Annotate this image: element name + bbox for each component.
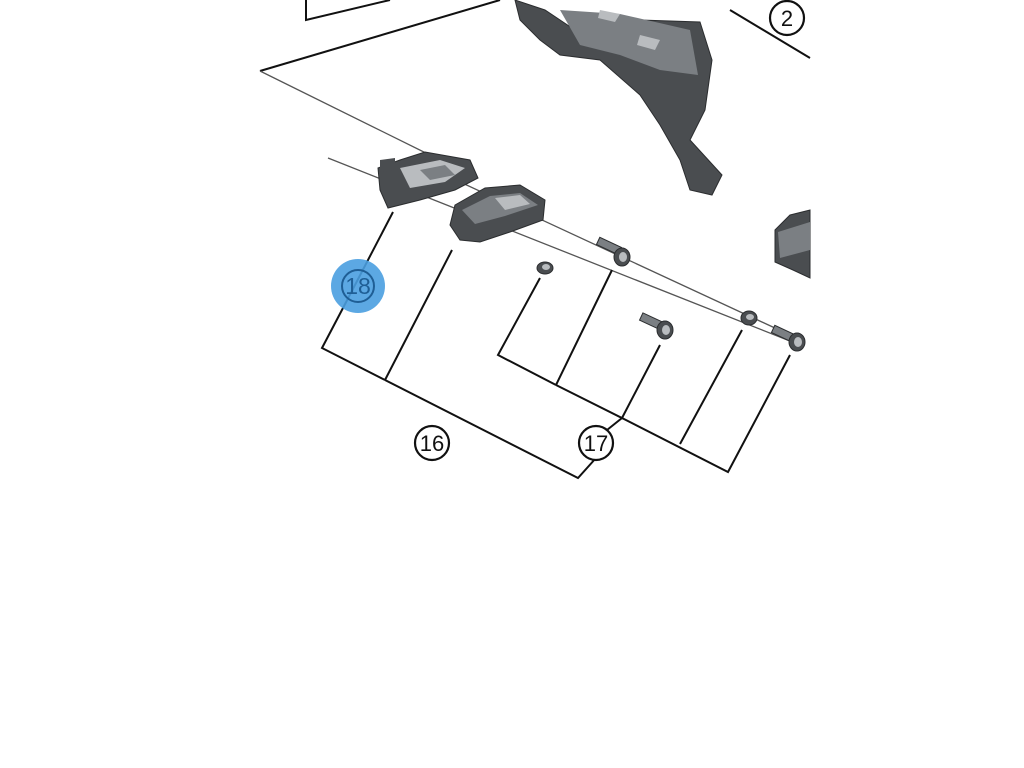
leader-17-right-nut	[679, 329, 743, 445]
callout-18-highlight	[331, 259, 385, 313]
callout-17[interactable]: 17	[577, 424, 615, 462]
leader-17-upper-nut	[496, 277, 557, 386]
clamp-bracket-part[interactable]	[377, 151, 479, 209]
assembly-axis-1	[259, 70, 441, 161]
brake-lever-part[interactable]	[514, 0, 723, 196]
bolt-lower[interactable]	[638, 312, 674, 340]
nut-right[interactable]	[740, 310, 758, 326]
nut-left[interactable]	[536, 261, 554, 275]
clamp-block-part[interactable]	[449, 184, 546, 243]
bolt-right[interactable]	[770, 324, 806, 352]
leader-17-upper-bolt	[555, 269, 613, 386]
callout-16-circle	[413, 424, 451, 462]
callout-18-circle	[341, 269, 375, 303]
callout-2-circle	[768, 0, 806, 37]
leader-17-right-group	[621, 354, 791, 474]
leader-16-bracket	[320, 211, 394, 381]
callout-18[interactable]: 18	[331, 259, 385, 313]
frame-line-top-left	[305, 0, 391, 22]
callout-18-label: 18	[345, 273, 371, 299]
callout-17-circle	[577, 424, 615, 462]
callout-16-label: 16	[420, 431, 444, 456]
callout-17-label: 17	[584, 431, 608, 456]
bolt-upper[interactable]	[595, 236, 631, 267]
frame-line-top-right	[729, 9, 811, 59]
side-part-right[interactable]	[774, 209, 811, 279]
leader-17-to-label	[606, 417, 623, 431]
callout-2-label: 2	[781, 6, 793, 31]
leader-16-block	[384, 249, 453, 381]
frame-line-top	[259, 0, 501, 72]
callout-16[interactable]: 16	[413, 424, 451, 462]
callout-2[interactable]: 2	[768, 0, 806, 37]
leader-17-join	[555, 344, 661, 420]
leader-16-join	[384, 379, 597, 480]
